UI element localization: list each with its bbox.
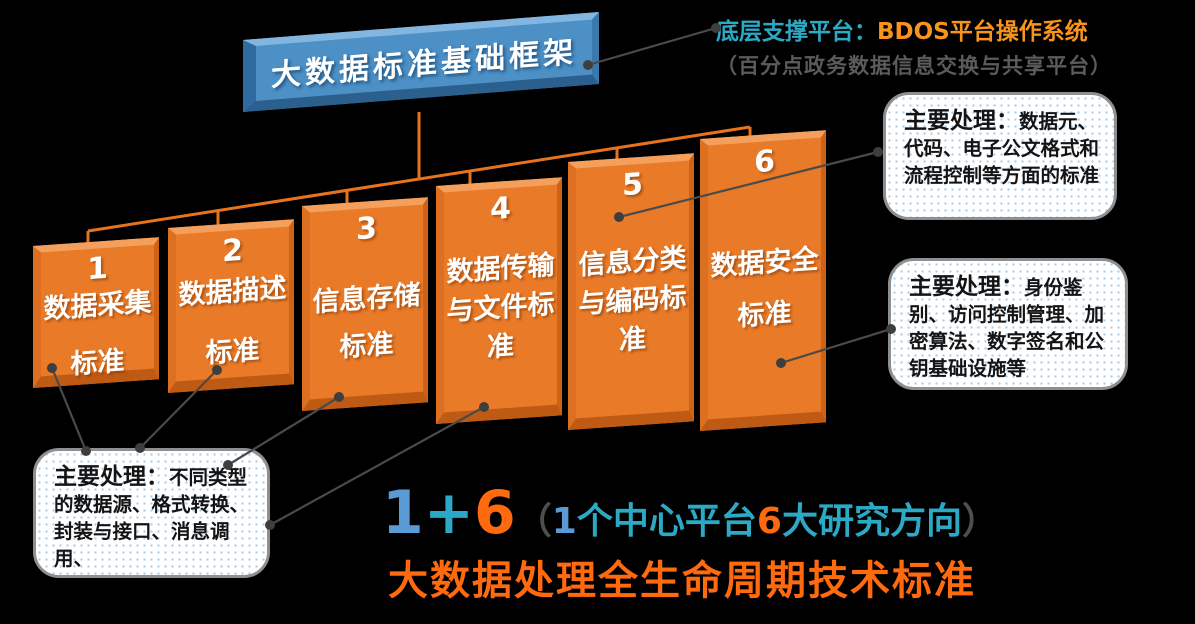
formula-segment: 1 [551, 501, 577, 542]
pillar-number: 4 [490, 190, 511, 228]
pillar-number: 2 [222, 232, 243, 270]
pillar-4: 4 数据传输与文件标准 [436, 177, 562, 424]
pillar-number: 5 [622, 166, 643, 204]
support-platform-caption: 底层支撑平台：BDOS平台操作系统 （百分点政务数据信息交换与共享平台） [716, 12, 1112, 80]
formula-parenthetical: （1个中心平台6大研究方向） [516, 492, 998, 544]
formula-segment: ） [961, 501, 998, 542]
pillar-3: 3 信息存储标准 [302, 197, 428, 411]
pillar-name: 数据描述 [179, 269, 287, 316]
framework-title-box: 大数据标准基础框架 [243, 11, 599, 112]
pillar-name: 数据安全 [711, 240, 819, 287]
footer-subtitle: 大数据处理全生命周期技术标准 [388, 558, 976, 604]
formula-segment: + [423, 478, 475, 548]
callout-label: 主要处理： [904, 108, 1019, 134]
pillar-name: 数据传输与文件标 [447, 246, 555, 332]
formula-segment: 1 [382, 478, 424, 548]
callout-collection-standards: 主要处理：不同类型的数据源、格式转换、封装与接口、消息调用、 [33, 448, 270, 578]
callout-body: 数据元、代码、电子公文格式和流程控制等方面的标准 [904, 110, 1100, 187]
framework-title: 大数据标准基础框架 [271, 34, 577, 94]
pillar-suffix: 标准 [737, 297, 792, 333]
pillar-name-line: 与编码标 [578, 281, 687, 321]
callout-security-standards: 主要处理：身份鉴别、访问控制管理、加密算法、数字签名和公钥基础设施等 [888, 258, 1128, 390]
pillar-suffix: 标准 [339, 328, 394, 364]
pillar-5: 5 信息分类与编码标准 [568, 153, 694, 431]
pillar-name: 信息分类与编码标 [579, 239, 687, 325]
formula-segment: 6 [474, 478, 516, 548]
formula-segment: 大研究方向 [781, 501, 962, 542]
pillar-suffix: 标准 [205, 334, 260, 370]
pillar-name: 数据采集 [44, 283, 152, 330]
formula-segment: 个中心平台 [576, 501, 757, 542]
pillar-suffix: 准 [487, 330, 514, 364]
support-platform-label: 底层支撑平台： [716, 19, 877, 45]
pillar-6: 6 数据安全标准 [700, 130, 826, 432]
pillar-suffix: 准 [619, 323, 646, 357]
formula-segment: 6 [756, 501, 782, 542]
callout-label: 主要处理： [909, 274, 1024, 300]
callout-format-standards: 主要处理：数据元、代码、电子公文格式和流程控制等方面的标准 [883, 92, 1117, 220]
footer-formula-line: 1+6 （1个中心平台6大研究方向） [382, 482, 998, 544]
callout-body: 不同类型的数据源、格式转换、封装与接口、消息调用、 [54, 466, 250, 570]
pillar-name-line: 与文件标 [446, 288, 555, 328]
pillar-name-line: 数据采集 [43, 286, 152, 326]
formula-segment: （ [515, 501, 552, 542]
pillar-name: 信息存储 [313, 276, 421, 323]
callout-body: 身份鉴别、访问控制管理、加密算法、数字签名和公钥基础设施等 [909, 276, 1105, 380]
support-platform-subtitle: （百分点政务数据信息交换与共享平台） [716, 54, 1112, 78]
formula-1-plus-6: 1+6 [382, 482, 516, 544]
footer-headline: 1+6 （1个中心平台6大研究方向） 大数据处理全生命周期技术标准 [382, 482, 998, 606]
support-platform-line: 底层支撑平台：BDOS平台操作系统 [716, 12, 1112, 46]
support-platform-value: BDOS平台操作系统 [877, 19, 1088, 45]
pillar-number: 1 [87, 250, 108, 288]
callout-label: 主要处理： [54, 464, 169, 490]
pillar-name-line: 信息存储 [312, 279, 421, 319]
pillar-suffix: 标准 [70, 345, 125, 381]
pillar-name-line: 数据描述 [178, 272, 287, 312]
pillar-number: 3 [356, 210, 377, 248]
pillar-name-line: 数据安全 [710, 243, 819, 283]
pillar-number: 6 [754, 143, 775, 181]
